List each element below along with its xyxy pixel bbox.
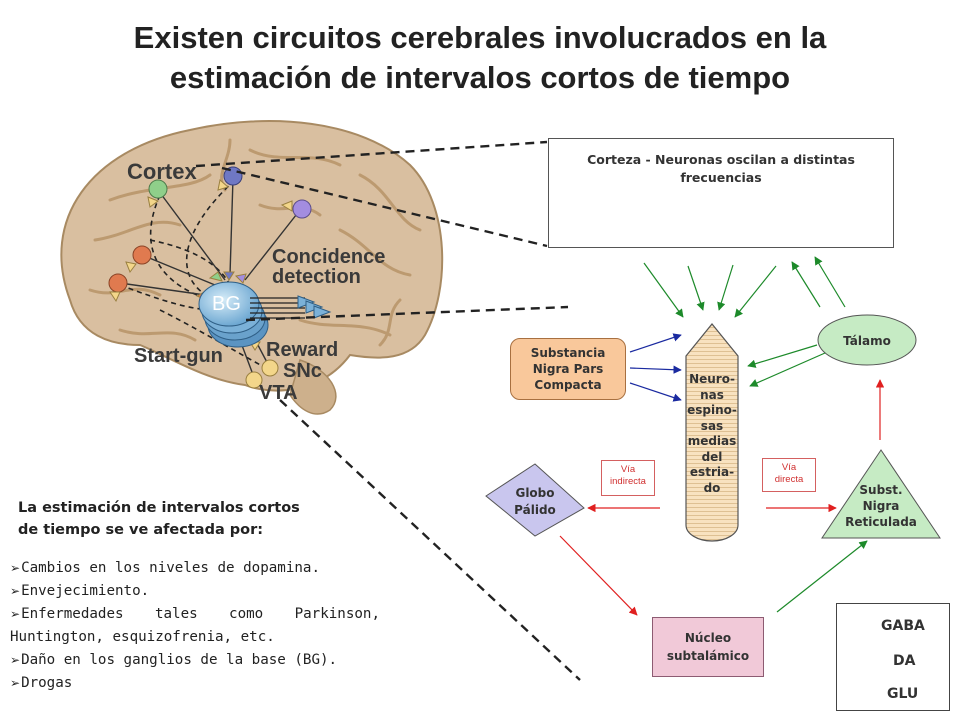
affected-list: ➢Cambios en los niveles de dopamina. ➢En… — [10, 557, 380, 695]
da-arrows — [629, 333, 682, 402]
list-item: ➢Enfermedades tales como Parkinson, Hunt… — [10, 603, 380, 649]
legend-da: DA — [893, 653, 916, 669]
neuron-purple — [292, 199, 312, 219]
snc-line-2: Nigra Pars — [532, 362, 604, 376]
legend-glu: GLU — [887, 686, 919, 702]
label-reward: Reward — [266, 339, 338, 361]
bullet-arrow-icon: ➢ — [10, 676, 21, 690]
brain-sulci — [88, 138, 422, 347]
globo-palido-line-2: Pálido — [514, 503, 556, 517]
glu-arrows — [643, 256, 868, 613]
coincidence-triangles — [297, 295, 332, 319]
label-detection: detection — [272, 266, 361, 288]
snc-line-3: Compacta — [534, 378, 602, 392]
snc-box: Substancia Nigra Pars Compacta — [510, 338, 626, 400]
stn-line-1: Núcleo — [684, 631, 732, 645]
striatum-line-4: sas — [700, 418, 724, 433]
striatum-line-8: do — [703, 480, 721, 495]
striatum-line-7: estria- — [689, 465, 735, 479]
list-item-text: Drogas — [21, 675, 73, 691]
talamo-label: Tálamo — [843, 334, 891, 348]
striatum-shape — [685, 323, 739, 542]
via-directa-line-1: Vía — [781, 462, 797, 473]
neuron-green — [148, 179, 168, 199]
legend: GABA DA GLU — [836, 603, 950, 711]
page-title: Existen circuitos cerebrales involucrado… — [40, 18, 920, 98]
label-snc: SNc — [283, 360, 322, 382]
neuron-snc — [261, 359, 279, 377]
label-start-gun: Start-gun — [134, 345, 223, 367]
bullet-arrow-icon: ➢ — [10, 607, 21, 621]
synapse-triangles — [109, 179, 293, 351]
striatum-line-6: del — [701, 449, 723, 464]
label-concidence: Concidence — [272, 246, 385, 268]
list-item: ➢Daño en los ganglios de la base (BG). — [10, 649, 380, 672]
via-directa-line-2: directa — [774, 474, 804, 485]
neuron-vta — [245, 371, 263, 389]
striatum-line-1: Neuro- — [689, 372, 735, 386]
snr-line-1: Subst. — [859, 483, 902, 497]
stn-line-2: subtalámico — [666, 649, 750, 663]
via-indirecta-box: Vía indirecta — [601, 460, 655, 496]
cortex-box-line-2: frecuencias — [680, 170, 762, 185]
list-item: ➢Drogas — [10, 672, 380, 695]
bullet-arrow-icon: ➢ — [10, 653, 21, 667]
affected-heading-line-2: de tiempo se ve afectada por: — [18, 522, 264, 538]
brain-illustration: Cortex Concidence detection BG Start-gun… — [60, 120, 444, 415]
legend-gaba: GABA — [881, 618, 925, 634]
title-line-2: estimación de intervalos cortos de tiemp… — [169, 60, 791, 95]
cortex-box: Corteza - Neuronas oscilan a distintas f… — [548, 138, 894, 248]
snr-shape — [821, 449, 941, 539]
globo-palido-shape — [485, 463, 585, 537]
affected-heading: La estimación de intervalos cortos de ti… — [18, 497, 358, 541]
gaba-arrows — [559, 379, 885, 616]
label-vta: VTA — [259, 382, 298, 404]
list-item: ➢Envejecimiento. — [10, 580, 380, 603]
list-item-text: Enfermedades tales como Parkinson, Hunti… — [10, 606, 380, 645]
bullet-arrow-icon: ➢ — [10, 561, 21, 575]
affected-heading-line-1: La estimación de intervalos cortos — [18, 500, 300, 516]
snr-line-3: Reticulada — [845, 515, 917, 529]
striatum-line-5: medias — [687, 434, 737, 448]
via-directa-box: Vía directa — [762, 458, 816, 492]
neuron-red-1 — [132, 245, 152, 265]
striatum-text: Neuro- nas espino- sas medias del estria… — [686, 372, 738, 512]
label-cortex: Cortex — [127, 159, 197, 184]
snc-line-1: Substancia — [530, 346, 606, 360]
bg-discs — [198, 281, 269, 348]
title-line-1: Existen circuitos cerebrales involucrado… — [133, 20, 827, 55]
cortex-box-line-1: Corteza - Neuronas oscilan a distintas — [587, 152, 855, 167]
zoom-lines — [195, 140, 581, 681]
list-item-text: Envejecimiento. — [21, 583, 150, 599]
bullet-arrow-icon: ➢ — [10, 584, 21, 598]
via-indirecta-line-2: indirecta — [610, 476, 646, 487]
globo-palido-line-1: Globo — [515, 486, 554, 500]
talamo-shape — [817, 314, 917, 366]
neuron-red-2 — [108, 273, 128, 293]
striatum-line-3: espino- — [687, 403, 737, 417]
list-item: ➢Cambios en los niveles de dopamina. — [10, 557, 380, 580]
stn-box: Núcleo subtalámico — [652, 617, 764, 677]
striatum-line-2: nas — [700, 387, 724, 402]
snr-line-2: Nigra — [863, 499, 900, 513]
via-indirecta-line-1: Vía — [620, 464, 636, 475]
list-item-text: Daño en los ganglios de la base (BG). — [21, 652, 338, 668]
list-item-text: Cambios en los niveles de dopamina. — [21, 560, 321, 576]
label-bg: BG — [212, 293, 241, 315]
